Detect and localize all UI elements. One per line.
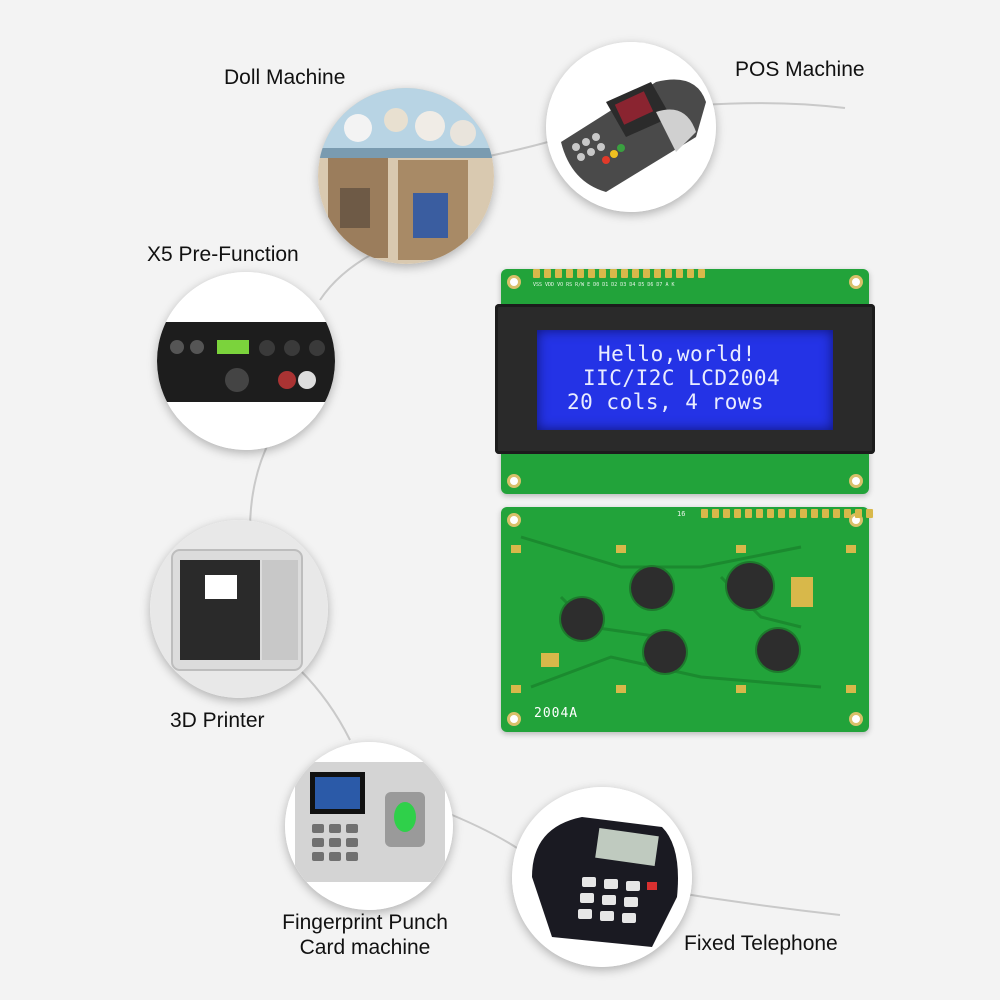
mount-hole: [507, 474, 521, 488]
label-fingerprint-line1: Fingerprint Punch: [282, 911, 448, 934]
model-label: 2004A: [534, 706, 579, 721]
3d-printer-image: [150, 520, 328, 698]
pin-header: [533, 269, 705, 278]
doll-machine-image: [318, 88, 494, 264]
chip-blob: [757, 629, 799, 671]
chip-blob: [644, 631, 686, 673]
lcd-line-3: 20 cols, 4 rows: [567, 390, 765, 414]
mount-hole: [849, 712, 863, 726]
label-3d-printer: 3D Printer: [170, 709, 265, 732]
label-fingerprint: Fingerprint Punch Card machine: [282, 910, 448, 960]
mount-hole: [849, 474, 863, 488]
label-x5-pre-function: X5 Pre-Function: [147, 243, 299, 266]
label-doll-machine: Doll Machine: [224, 66, 346, 89]
pcb-traces: [511, 535, 856, 693]
back-pin-header: [701, 509, 873, 518]
pin-labels: VSS VDD VO RS R/W E D0 D1 D2 D3 D4 D5 D6…: [533, 282, 675, 288]
label-fixed-telephone: Fixed Telephone: [684, 932, 838, 955]
lcd-module-back: 16 2004A: [501, 507, 873, 732]
audio-processor-image: [157, 272, 335, 450]
label-fingerprint-line2: Card machine: [299, 936, 431, 959]
fingerprint-terminal-image: [285, 742, 453, 910]
lcd-module-front: VSS VDD VO RS R/W E D0 D1 D2 D3 D4 D5 D6…: [495, 269, 875, 494]
lcd-screen: Hello,world! IIC/I2C LCD2004 20 cols, 4 …: [537, 330, 833, 430]
mount-hole: [507, 275, 521, 289]
label-pos-machine: POS Machine: [735, 58, 865, 81]
chip-blob: [631, 567, 673, 609]
lcd-bezel: Hello,world! IIC/I2C LCD2004 20 cols, 4 …: [495, 304, 875, 454]
chip-blob: [561, 598, 603, 640]
desk-phone-image: [512, 787, 692, 967]
pin-marker: 16: [677, 510, 686, 518]
chip-blob: [727, 563, 773, 609]
mount-hole: [507, 712, 521, 726]
pos-terminal-image: [546, 42, 716, 212]
mount-hole: [507, 513, 521, 527]
mount-hole: [849, 275, 863, 289]
lcd-line-2: IIC/I2C LCD2004: [583, 366, 781, 390]
lcd-line-1: Hello,world!: [598, 342, 756, 366]
